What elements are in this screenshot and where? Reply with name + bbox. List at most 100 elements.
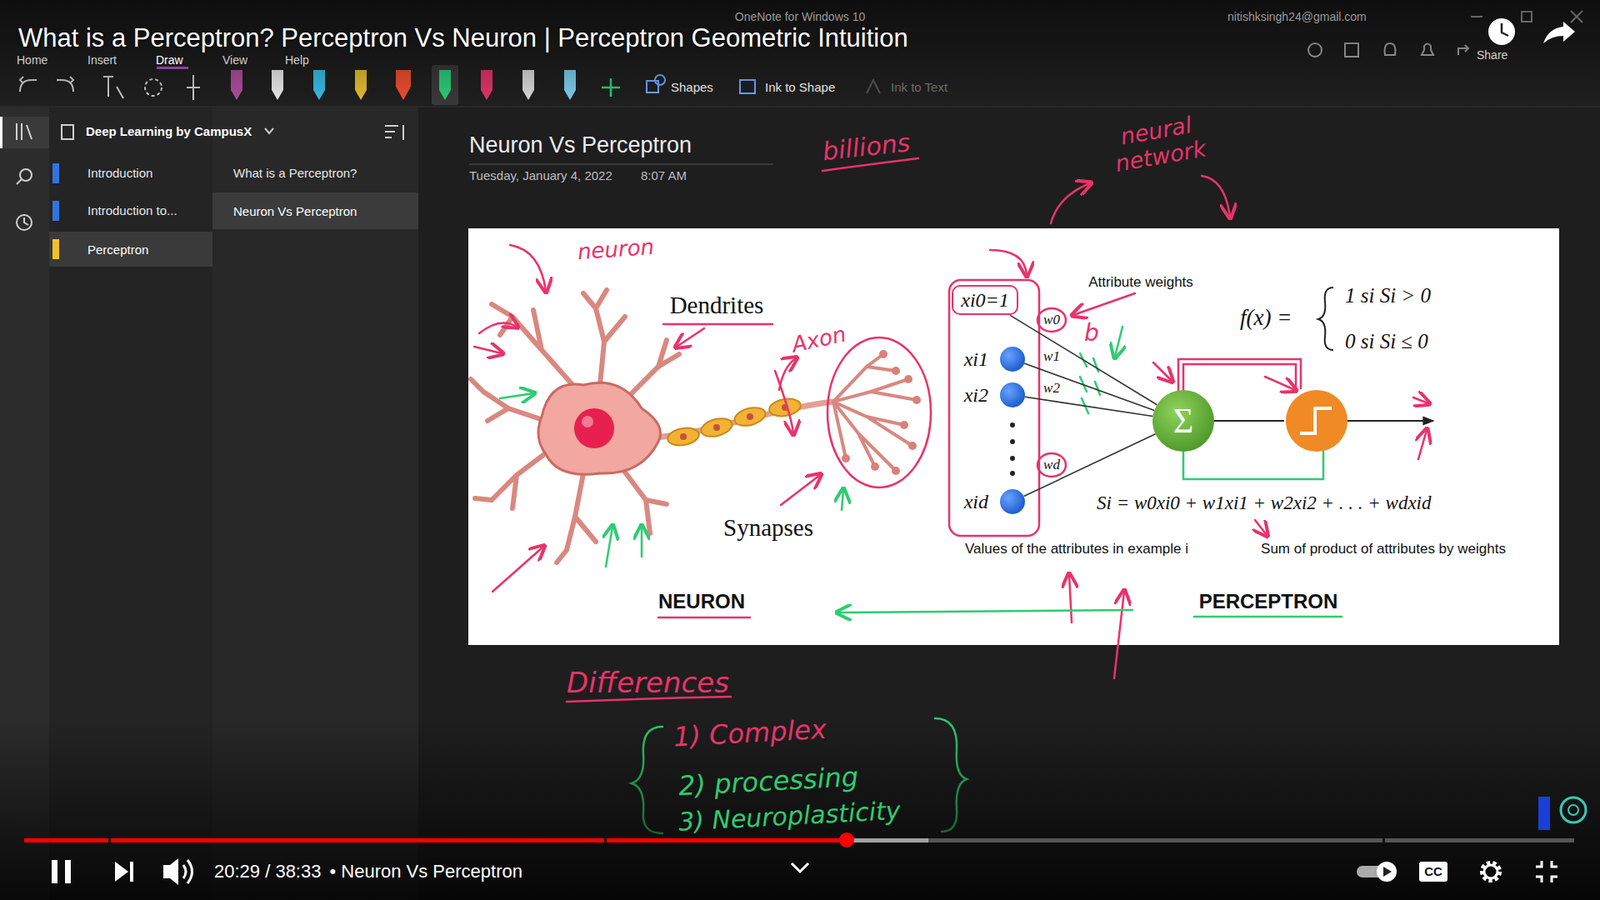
video-overlay	[1568, 805, 1579, 815]
tool-label: Ink to Shape	[765, 80, 835, 95]
pink-annotations	[1265, 376, 1295, 390]
green-annotations	[1194, 615, 1342, 619]
node-text: Σ	[1173, 403, 1194, 439]
page-time: 8:07 AM	[640, 168, 687, 183]
handwritten-note: neuron	[576, 235, 655, 265]
video-overlay	[24, 838, 1575, 843]
video-overlay	[1543, 21, 1575, 44]
weight-label: wd	[1043, 456, 1060, 474]
node-text: Perceptron	[87, 242, 149, 257]
left-icons	[16, 179, 22, 185]
pink-annotations	[1153, 362, 1172, 381]
pink-annotations	[990, 250, 1027, 275]
part-label: Dendrites	[670, 291, 765, 320]
input-node: xi2	[1000, 382, 1025, 408]
formula: 0 si Si ≤ 0	[1345, 330, 1429, 355]
share-button: Share	[1476, 48, 1508, 62]
video-overlay	[1535, 860, 1558, 883]
left-icons	[16, 215, 32, 230]
neuron-illustration	[470, 290, 917, 563]
app-title: OneNote for Windows 10	[735, 10, 865, 24]
handwritten-item: 3) Neuroplasticity	[677, 796, 901, 837]
video-overlay	[1383, 866, 1392, 877]
pink-annotations	[1069, 575, 1072, 623]
node-text: xid	[964, 490, 989, 515]
neuron-illustration	[629, 340, 680, 396]
neuron-illustration	[470, 290, 921, 563]
video-overlay	[604, 838, 607, 843]
node-text: xi1	[964, 347, 989, 372]
green-annotations	[841, 490, 844, 510]
video-overlay	[163, 858, 179, 885]
pink-annotations	[1201, 175, 1230, 217]
notebook-name: Deep Learning by CampusX	[85, 124, 252, 139]
perceptron-figure	[1010, 439, 1015, 445]
perceptron-figure	[1010, 422, 1015, 428]
scene	[469, 164, 774, 165]
tool-label: Shapes	[670, 80, 714, 95]
neuron-illustration	[666, 425, 701, 448]
node-text: xi2	[964, 383, 989, 408]
weight-label: w0	[1043, 311, 1060, 329]
green-annotations	[500, 393, 534, 399]
neuron-illustration	[908, 441, 917, 450]
neuron-illustration	[841, 350, 921, 475]
perceptron-figure	[1010, 287, 1434, 476]
neuron-illustration	[891, 466, 900, 475]
handwritten-note: billions	[820, 128, 911, 166]
section-tabs	[61, 125, 74, 140]
left-icons	[20, 169, 32, 181]
pink-annotations	[663, 323, 773, 326]
neuron-illustration	[491, 304, 575, 388]
page-date: Tuesday, January 4, 2022	[469, 168, 613, 183]
video-overlay	[183, 860, 193, 884]
video-overlay	[1501, 23, 1509, 36]
handwritten-note: neural network	[1092, 106, 1225, 180]
part-label: Sum of product of attributes by weights	[1260, 540, 1506, 558]
pink-annotations	[658, 616, 750, 620]
cc-badge: CC	[1424, 864, 1443, 879]
video-overlay	[24, 838, 929, 843]
section-tabs	[52, 163, 60, 184]
neuron-illustration	[732, 404, 768, 429]
neuron-illustration	[870, 462, 880, 471]
neuron-illustration	[583, 290, 625, 385]
neuron-illustration	[666, 396, 803, 448]
neuron-illustration	[713, 424, 720, 431]
left-icons	[16, 123, 32, 230]
figure-caption: PERCEPTRON	[1199, 590, 1339, 614]
pink-annotations	[1050, 183, 1090, 224]
page-title: Neuron Vs Perceptron	[469, 132, 692, 159]
video-time: 20:29 / 38:33	[214, 860, 321, 882]
neuron-illustration	[581, 415, 594, 428]
perceptron-figure	[1285, 390, 1348, 452]
formula: 1 si Si > 0	[1345, 284, 1431, 309]
pink-annotations	[474, 346, 502, 354]
pink-annotations	[775, 370, 794, 434]
handwritten-item: 1) Complex	[672, 714, 828, 753]
ribbon-tab: View	[222, 53, 248, 67]
part-label: Attribute weights	[1088, 274, 1194, 291]
green-annotations	[1183, 451, 1324, 480]
app-background	[0, 116, 3, 149]
perceptron-figure	[1214, 420, 1285, 422]
video-overlay	[24, 838, 847, 843]
pink-annotations	[479, 323, 517, 335]
video-overlay	[839, 832, 855, 848]
ribbon-tab: Help	[285, 53, 310, 67]
handwritten-note: b	[1084, 320, 1100, 347]
pink-annotations	[1037, 308, 1066, 332]
neuron-illustration	[538, 382, 661, 475]
neuron-illustration	[680, 433, 687, 440]
weight-label: w2	[1043, 380, 1060, 397]
green-annotations	[640, 526, 644, 557]
account-email: nitishksingh24@gmail.com	[1227, 10, 1367, 24]
slide-image	[468, 228, 1560, 645]
perceptron-figure	[1347, 420, 1434, 422]
pink-annotations	[492, 546, 544, 592]
